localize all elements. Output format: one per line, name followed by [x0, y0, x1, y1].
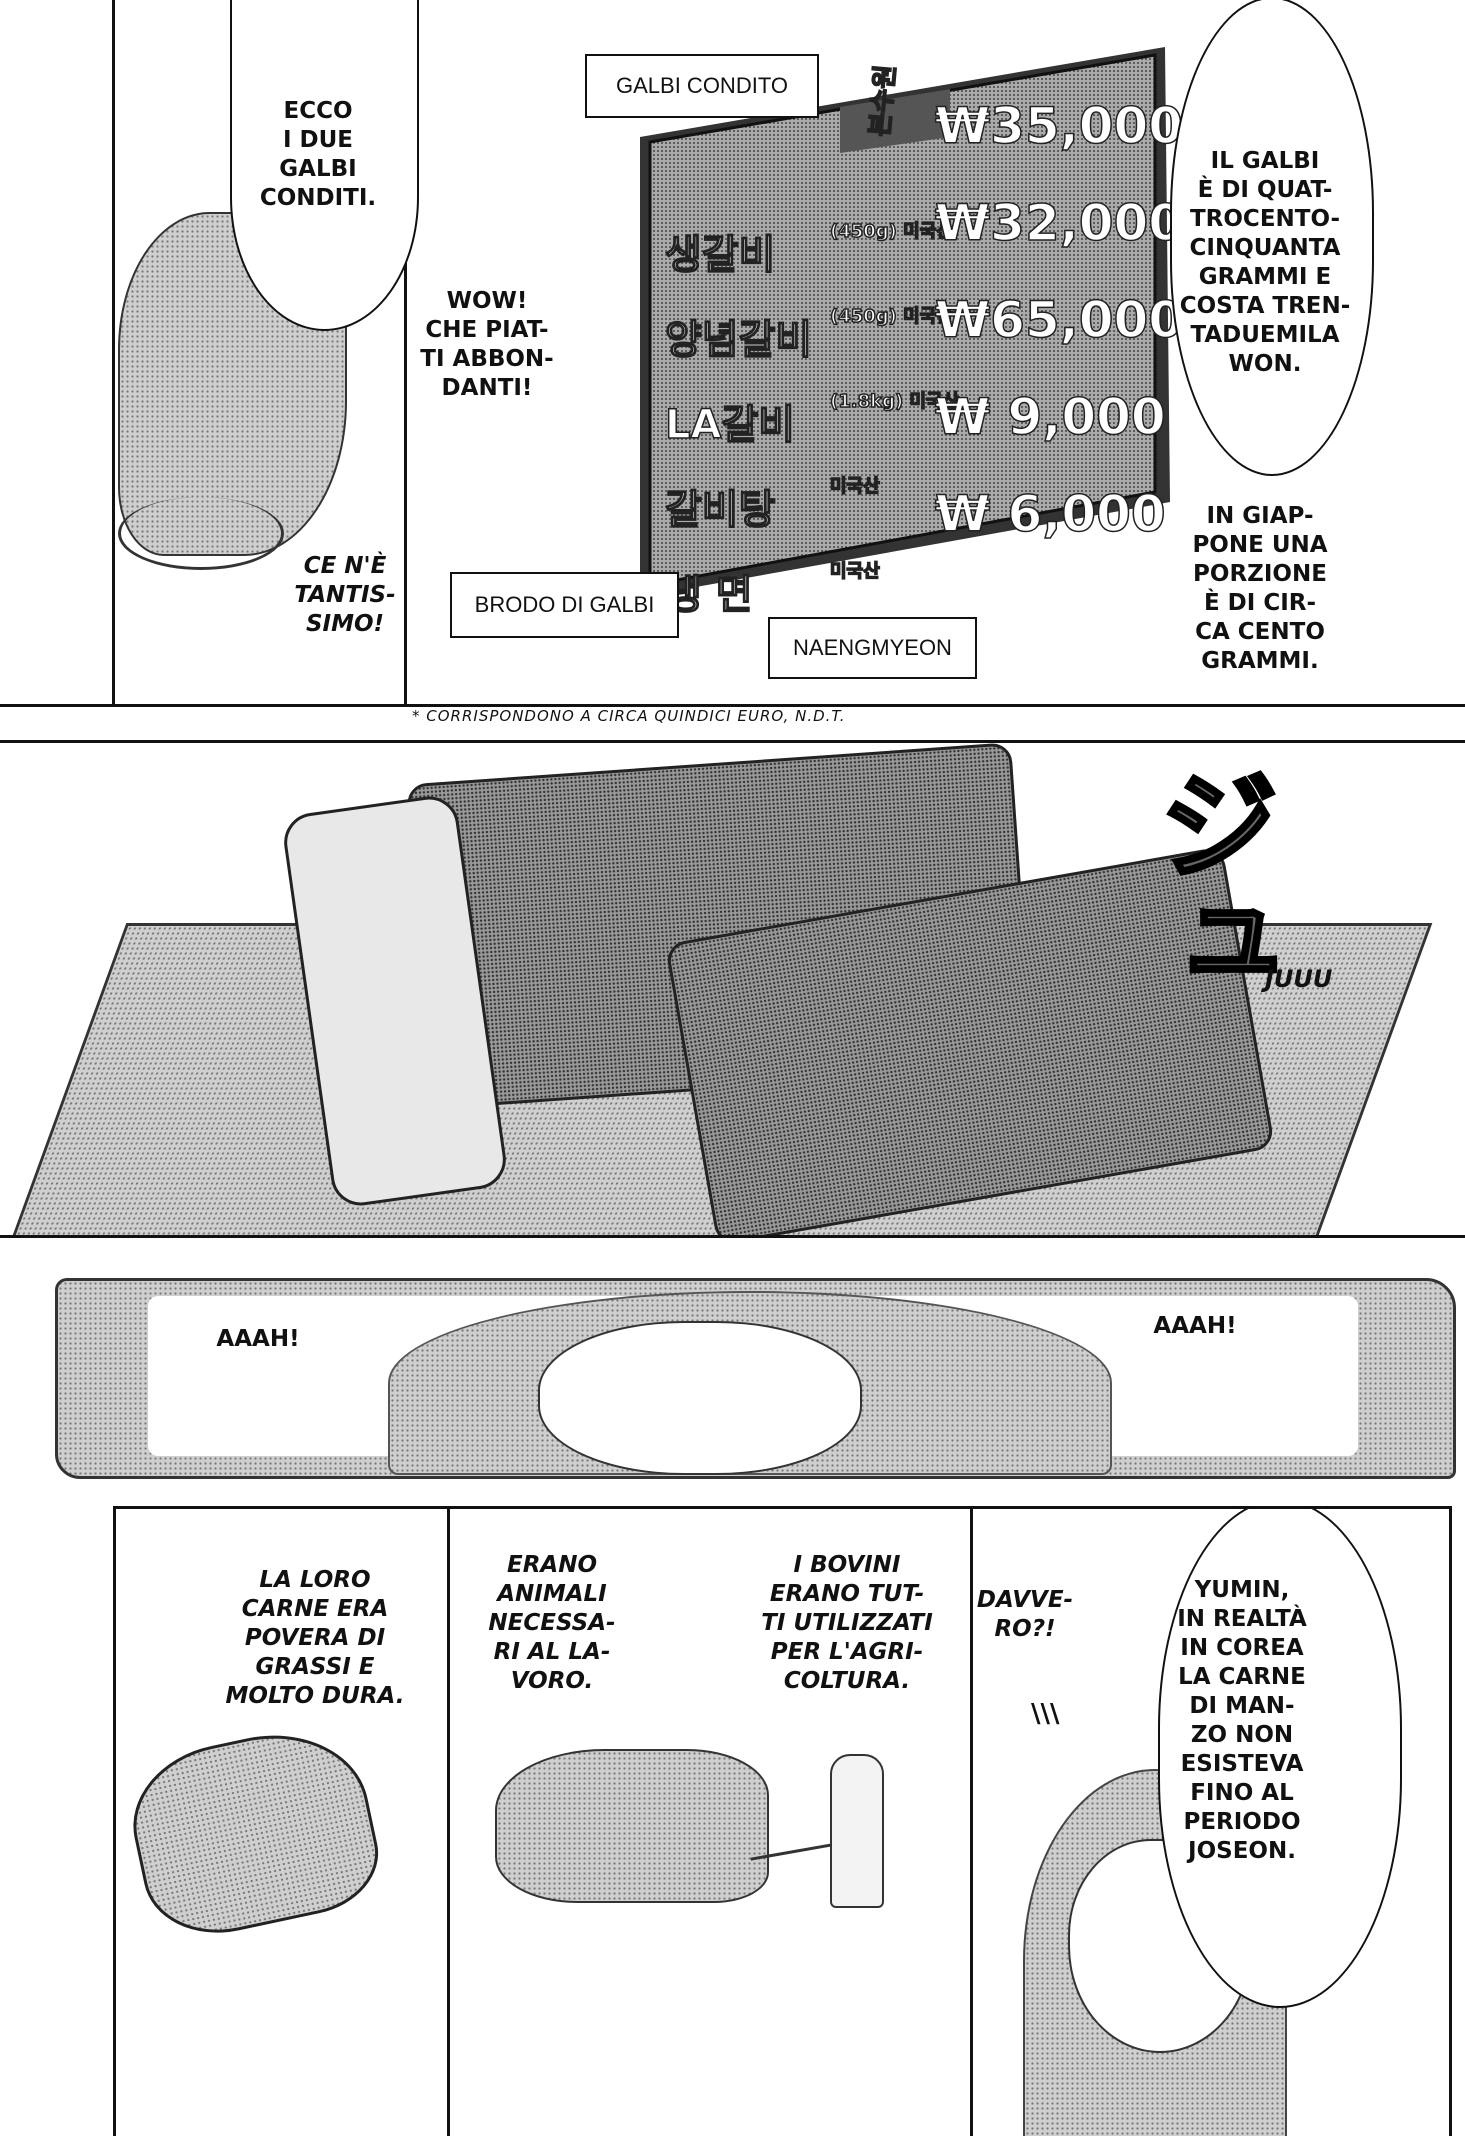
caption-naengmyeon: NAENGMYEON — [768, 617, 977, 679]
shock-lines: \\\ — [1031, 1699, 1060, 1729]
menu-item-note: (450g) 미국산 — [829, 220, 953, 243]
narration-text: In giap- pone una porzione è di cir- ca … — [1192, 503, 1328, 674]
panel-divider — [112, 0, 115, 704]
panel-divider — [404, 0, 407, 704]
speech-text: Ecco i due galbi conditi. — [259, 98, 377, 211]
sfx-sizzle-jp: ジュ — [1136, 761, 1279, 1005]
farmer-illustration — [830, 1754, 884, 1908]
exclaim-left: AAAH! — [216, 1326, 300, 1352]
menu-item-note: 미국산 — [829, 560, 880, 583]
ox-illustration — [495, 1749, 769, 1903]
speech-text: Il galbi è di quat- trocento- cinquanta … — [1179, 148, 1351, 377]
speech-bubble — [230, 0, 419, 331]
caption-galbi-condito: GALBI CONDITO — [585, 54, 819, 118]
narration-text: Erano animali necessa- ri al la- voro. — [488, 1552, 616, 1694]
menu-item-price: ₩35,000 — [934, 96, 1184, 156]
speech-text: Yumin, in realtà in Corea la carne di ma… — [1177, 1577, 1307, 1864]
panel-menu-board: Ecco i due galbi conditi. Wow! Che piat-… — [0, 0, 1465, 707]
menu-item-price: ₩ 9,000 — [934, 387, 1166, 447]
plate-rim — [118, 497, 284, 570]
panel-tasting-torn — [55, 1278, 1456, 1479]
menu-item-note: 미국산 — [829, 475, 880, 498]
shout-text: Ce n'è tantis- simo! — [294, 553, 396, 637]
panel-meat — [113, 1506, 450, 2136]
panel-ox-plough — [447, 1506, 973, 2136]
menu-board — [640, 47, 1170, 597]
speech-text: Wow! Che piat- ti abbon- danti! — [420, 288, 554, 401]
menu-item-name: 냉 면 — [664, 571, 753, 619]
panel-grill: ジュ JUUU — [0, 740, 1465, 1238]
menu-header: 본수원 — [865, 63, 903, 139]
speech-bubble — [1158, 1509, 1402, 2008]
footnote: * CORRISPONDONO A CIRCA QUINDICI EURO, N… — [412, 707, 846, 725]
girl-face — [538, 1321, 862, 1475]
menu-item-name: 양념갈비 — [664, 316, 813, 364]
speech-bubble — [1170, 0, 1374, 476]
panel-yumin: \\\ — [970, 1506, 1452, 2136]
menu-item-price: ₩32,000 — [934, 193, 1184, 253]
narration-text: I bovini erano tut- ti utilizzati per l'… — [761, 1552, 933, 1694]
menu-item-name: LA갈비 — [664, 401, 796, 449]
menu-item-note: (1.8kg) 미국산 — [829, 390, 960, 413]
menu-item-name: 갈비탕 — [664, 486, 776, 534]
caption-brodo-di-galbi: BRODO DI GALBI — [450, 572, 679, 638]
narration-text: La loro carne era povera di grassi e mol… — [225, 1567, 405, 1709]
beef-chunk-illustration — [119, 1716, 389, 1948]
sfx-sizzle: JUUU — [1265, 965, 1333, 993]
menu-item-note: (450g) 미국산 — [829, 305, 953, 328]
speech-text: Davve- ro?! — [976, 1587, 1074, 1642]
exclaim-right: AAAH! — [1153, 1313, 1237, 1339]
menu-item-price: ₩ 6,000 — [934, 484, 1166, 544]
menu-item-price: ₩65,000 — [934, 290, 1184, 350]
menu-item-name: 생갈비 — [664, 231, 776, 279]
